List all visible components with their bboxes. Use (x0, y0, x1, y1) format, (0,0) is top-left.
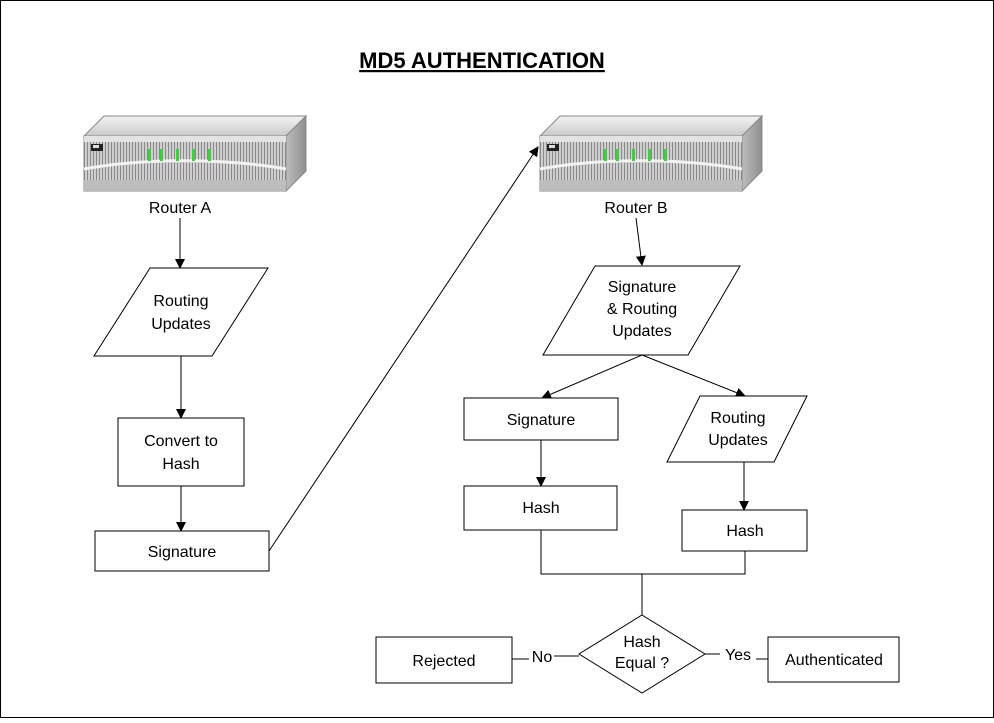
arrow-to-right-signature (541, 354, 643, 400)
signature-routing-updates-line-3: Updates (612, 323, 672, 340)
yes-label: Yes (725, 647, 751, 664)
right-routing-updates-line-2: Updates (708, 432, 768, 449)
right-hash-label: Hash (726, 523, 763, 540)
decision-line-1: Hash (623, 634, 660, 651)
authenticated-label: Authenticated (785, 652, 883, 669)
left-routing-updates-box (93, 267, 269, 357)
right-signature-box (463, 397, 619, 441)
rejected-label: Rejected (412, 653, 475, 670)
signature-routing-updates-box (542, 265, 741, 356)
convert-to-hash-line-2: Hash (162, 456, 199, 473)
signature-routing-updates-line-1: Signature (608, 279, 677, 296)
convert-to-hash-box (117, 417, 245, 487)
decision-line-2: Equal ? (615, 655, 669, 672)
left-routing-updates-line-2: Updates (151, 316, 211, 333)
diagram-title: MD5 AUTHENTICATION (359, 48, 605, 73)
arrow-router-b-to-signature-updates (635, 217, 646, 266)
left-routing-updates-line-1: Routing (153, 293, 208, 310)
arrow-to-right-routing-updates (641, 354, 746, 398)
authenticated-box (767, 636, 900, 683)
left-signature-label: Signature (148, 544, 217, 561)
right-routing-updates-line-1: Routing (710, 410, 765, 427)
router-b-icon (538, 114, 764, 193)
left-hash-label: Hash (522, 500, 559, 517)
left-hash-box (463, 485, 618, 531)
router-b-label: Router B (604, 200, 667, 217)
hash-merge-connector (540, 530, 746, 575)
right-signature-label: Signature (507, 412, 576, 429)
convert-to-hash-line-1: Convert to (144, 433, 218, 450)
router-a-icon (82, 114, 308, 193)
right-hash-box (681, 509, 808, 552)
router-a-label: Router A (149, 200, 212, 217)
rejected-box (375, 636, 513, 684)
signature-routing-updates-line-2: & Routing (607, 301, 677, 318)
left-signature-box (94, 530, 270, 572)
right-routing-updates-box (666, 395, 808, 463)
hash-equal-decision (578, 614, 706, 694)
arrow-signature-to-router-b (268, 146, 539, 552)
no-label: No (532, 649, 553, 666)
